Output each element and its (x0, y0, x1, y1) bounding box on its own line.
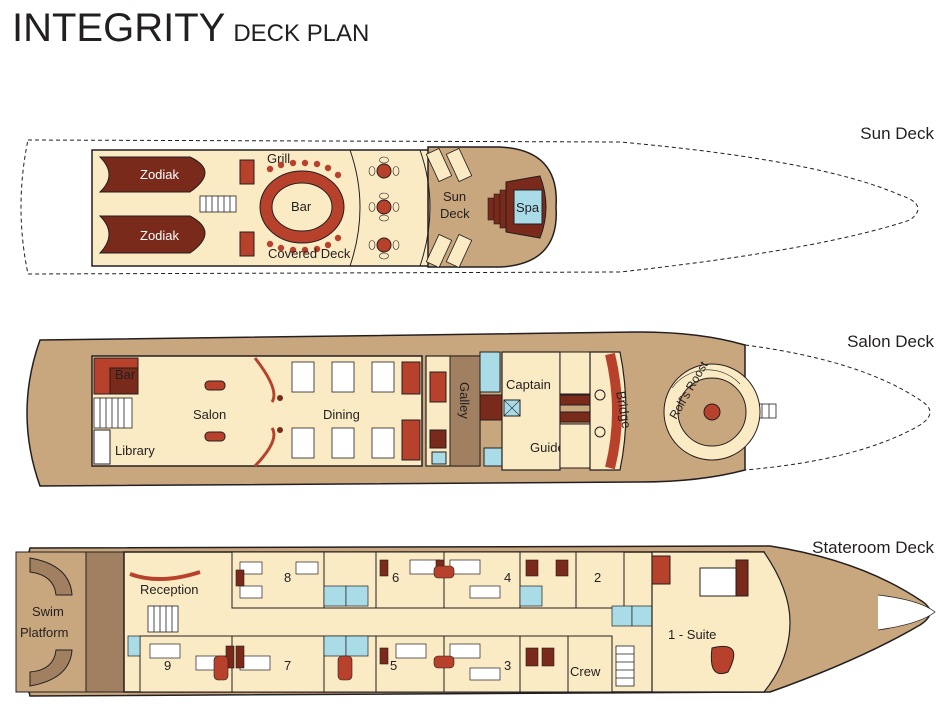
bridge-seat-1 (594, 389, 606, 401)
plan-subtitle: DECK PLAN (233, 20, 370, 47)
salon-dining-floor (91, 355, 423, 467)
cabin-number-6: 6 (392, 570, 399, 585)
library-shelf (93, 429, 111, 465)
crew-label: Crew (570, 664, 601, 679)
crew-area (567, 635, 613, 693)
swim-stair-top (29, 557, 73, 596)
cabin-bathrooms (127, 585, 653, 657)
cabin-number-3: 3 (504, 658, 511, 673)
zodiak-boat-2 (98, 215, 206, 254)
rolfs-roost (663, 363, 761, 461)
suite-label: 1 - Suite (668, 627, 716, 642)
zodiak-boat-1 (98, 156, 206, 193)
cabin-number-4: 4 (504, 570, 511, 585)
suite-sofa (710, 646, 735, 674)
grill-box-1 (239, 159, 255, 185)
swim-label-line2: Platform (20, 625, 68, 640)
bridge-room-1 (559, 351, 591, 395)
salon-bar-counter (109, 367, 139, 395)
service-tile-2 (483, 447, 503, 467)
grill-label: Grill (267, 151, 290, 166)
covered-deck-curve-2 (419, 149, 431, 267)
captain-label: Captain (506, 377, 551, 392)
salon-divider-top (253, 357, 276, 403)
dining-label: Dining (323, 407, 360, 422)
bridge-console (605, 352, 622, 470)
sun-loungers (425, 147, 473, 269)
zodiak-label-1: Zodiak (140, 167, 180, 182)
dining-sideboard-2 (401, 419, 421, 461)
sun-deck-label: Sun Deck (860, 124, 934, 143)
swim-label-line1: Swim (32, 604, 64, 619)
salon-stairs (93, 397, 133, 429)
bar-label: Bar (291, 199, 312, 214)
bridge-console-1 (559, 394, 591, 406)
cabin-number-9: 9 (164, 658, 171, 673)
library-label: Library (115, 443, 155, 458)
salon-label: Salon (193, 407, 226, 422)
suite-dresser (735, 559, 749, 597)
galley-box (429, 429, 447, 449)
salon-bar-label: Bar (115, 367, 136, 382)
galley-counter (449, 355, 481, 467)
stateroom-deck-label: Stateroom Deck (812, 538, 934, 557)
dining-tables (291, 361, 395, 459)
covered-deck-label: Covered Deck (268, 246, 351, 261)
bar-stools (266, 159, 342, 254)
cabin-number-2: 2 (594, 570, 601, 585)
swim-stair-bottom (29, 649, 73, 687)
cabin-number-5: 5 (390, 658, 397, 673)
salon-post-2 (277, 427, 283, 433)
salon-deck-dashed-bow (744, 344, 931, 471)
galley-stove (429, 371, 447, 403)
cabin-sofas (213, 565, 455, 681)
service-dark-1 (479, 394, 503, 421)
spa-pool (513, 189, 543, 225)
sun-deck-label-line2: Deck (440, 206, 470, 221)
salon-post-1 (277, 395, 283, 401)
sun-deck-label-line1: Sun (443, 189, 466, 204)
reception-stairs (147, 605, 179, 633)
cabin-beds (149, 559, 501, 681)
stateroom-bow-tip (877, 594, 936, 631)
ship-name: INTEGRITY (12, 6, 226, 50)
bar-counter (271, 182, 333, 232)
dining-sideboard-1 (401, 361, 421, 395)
cabin-number-7: 7 (284, 658, 291, 673)
stateroom-deck: Swim Platform Reception (15, 545, 936, 697)
cabin-number-8: 8 (284, 570, 291, 585)
salon-deck: Bar Library Salon Dining Galley (26, 331, 931, 487)
suite-closet (651, 555, 671, 585)
salon-deck-label: Salon Deck (847, 332, 934, 351)
galley-label: Galley (457, 382, 472, 419)
salon-sofa-2 (204, 431, 226, 442)
salon-sofa-1 (204, 380, 226, 391)
sun-deck: Zodiak Zodiak Grill Bar Covered Deck (20, 139, 919, 275)
guide-label: Guide (530, 440, 565, 455)
spa-label: Spa (516, 200, 540, 215)
galley-sink (431, 451, 447, 465)
bridge-label: Bridge (613, 390, 634, 430)
zodiak-label-2: Zodiak (140, 228, 180, 243)
page-title: INTEGRITY DECK PLAN (12, 6, 369, 51)
bridge-seat-2 (594, 426, 606, 438)
service-tile-1 (479, 351, 501, 393)
swim-platform-steps (85, 551, 125, 693)
covered-deck-curve (349, 149, 361, 267)
sun-deck-tables (368, 156, 400, 260)
reception-desk (129, 570, 201, 582)
suite-area (651, 551, 791, 693)
bridge-room-2 (559, 423, 591, 469)
crew-stairs (615, 645, 635, 687)
bridge-console-2 (559, 411, 591, 423)
sun-deck-stairs (199, 195, 237, 213)
suite-bed (699, 567, 737, 597)
salon-divider-bottom (253, 427, 276, 468)
grill-box-2 (239, 231, 255, 257)
reception-label: Reception (140, 582, 199, 597)
